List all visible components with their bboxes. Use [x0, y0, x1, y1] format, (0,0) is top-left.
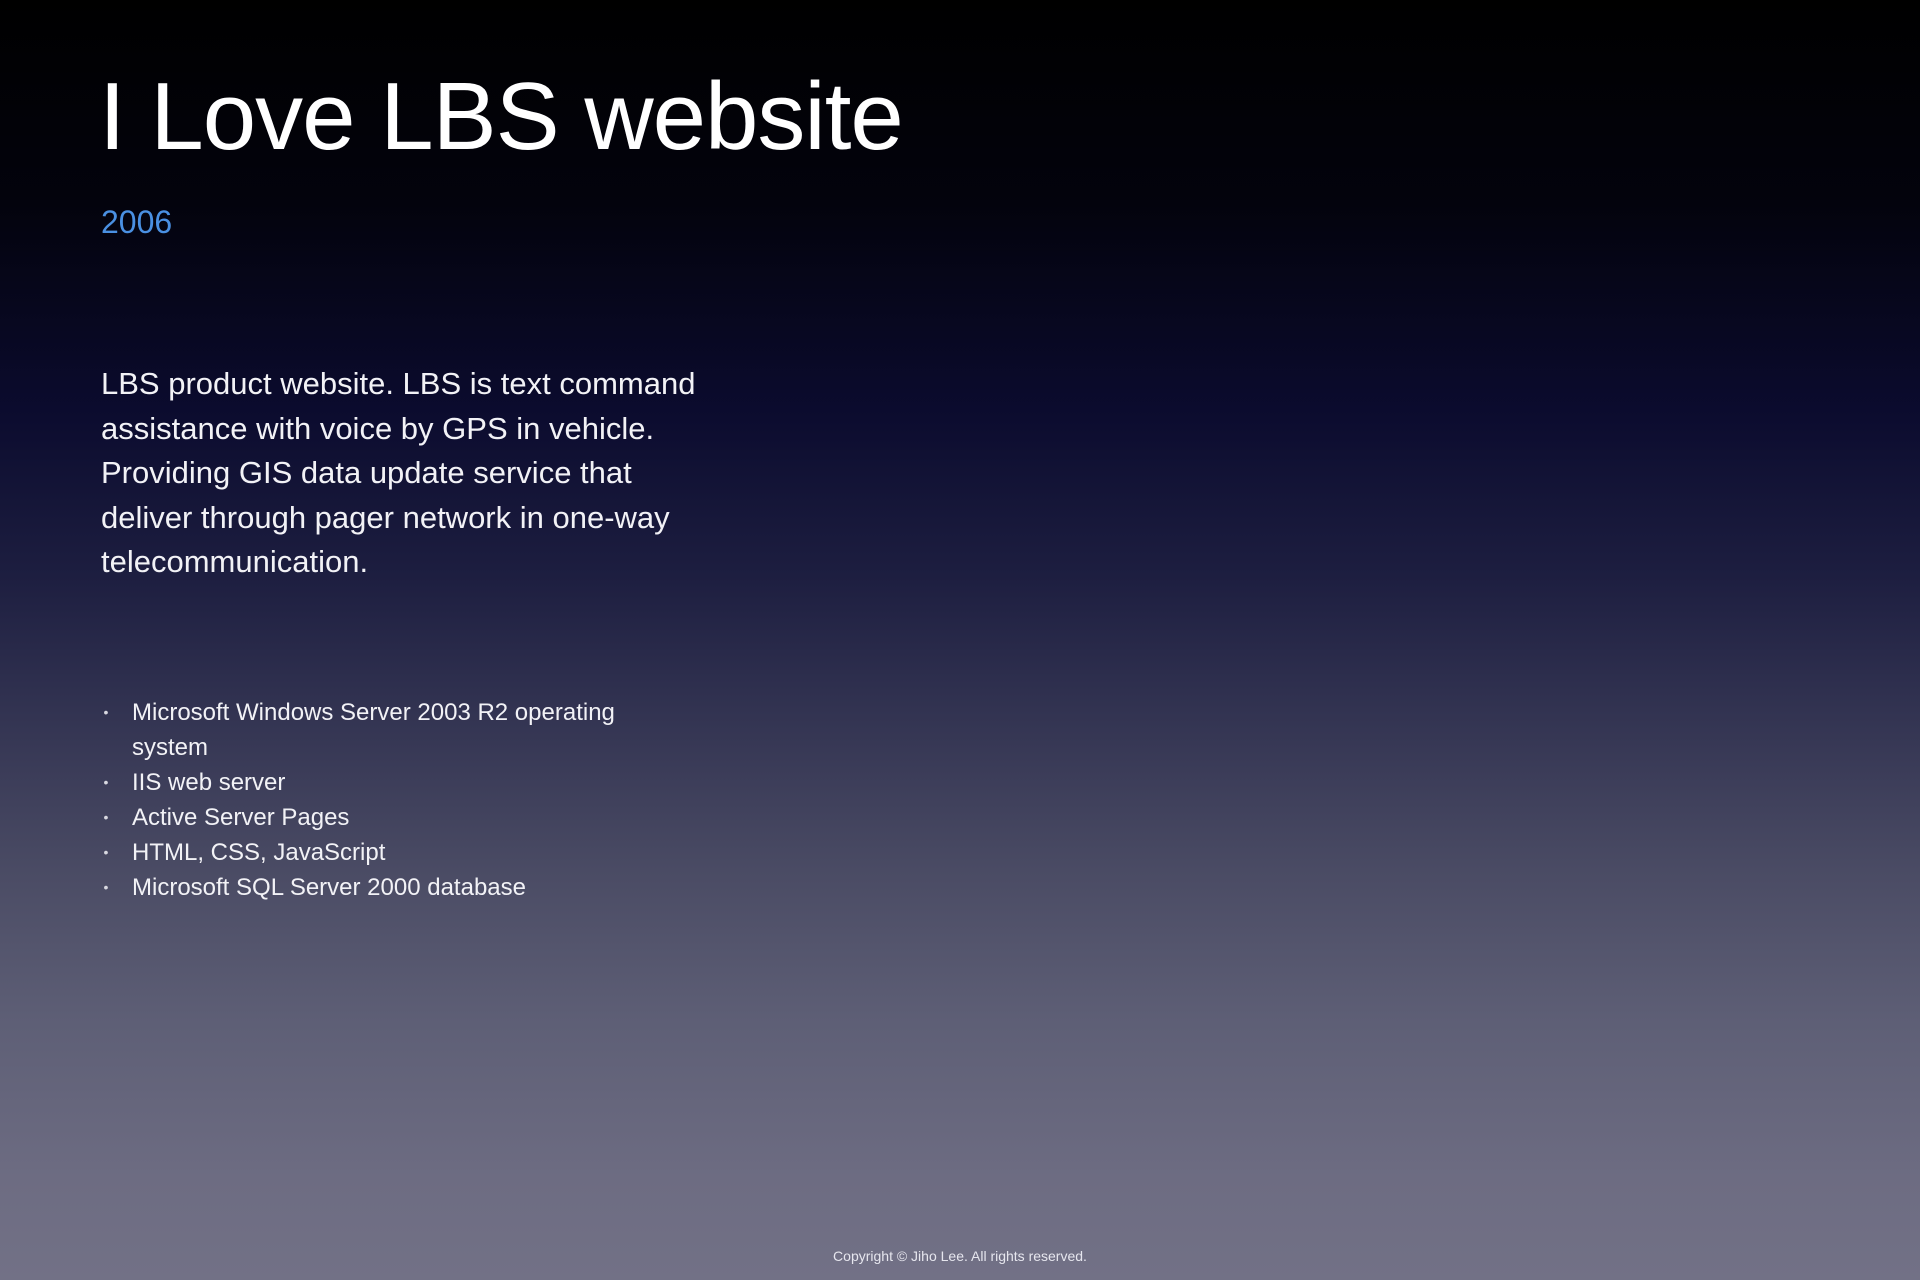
tech-stack-item-label: Microsoft Windows Server 2003 R2 operati…	[132, 699, 615, 761]
bullet-icon: •	[103, 879, 109, 895]
slide-title: I Love LBS website	[99, 63, 904, 170]
tech-stack-item-label: Microsoft SQL Server 2000 database	[132, 874, 526, 901]
tech-stack-item: • HTML, CSS, JavaScript	[101, 835, 661, 870]
tech-stack-item: • Microsoft SQL Server 2000 database	[101, 870, 661, 905]
bullet-icon: •	[103, 844, 109, 860]
bullet-icon: •	[103, 774, 109, 790]
slide-year: 2006	[101, 204, 173, 240]
tech-stack-item-label: HTML, CSS, JavaScript	[132, 839, 386, 866]
tech-stack-item: • Microsoft Windows Server 2003 R2 opera…	[101, 695, 661, 765]
bullet-icon: •	[103, 704, 109, 720]
copyright-notice: Copyright © Jiho Lee. All rights reserve…	[833, 1248, 1087, 1264]
tech-stack-list: • Microsoft Windows Server 2003 R2 opera…	[101, 695, 661, 905]
bullet-icon: •	[103, 809, 109, 825]
tech-stack-item-label: Active Server Pages	[132, 804, 350, 831]
project-description: LBS product website. LBS is text command…	[101, 366, 696, 579]
tech-stack-item-label: IIS web server	[132, 769, 286, 796]
tech-stack-item: • Active Server Pages	[101, 800, 661, 835]
tech-stack-item: • IIS web server	[101, 765, 661, 800]
